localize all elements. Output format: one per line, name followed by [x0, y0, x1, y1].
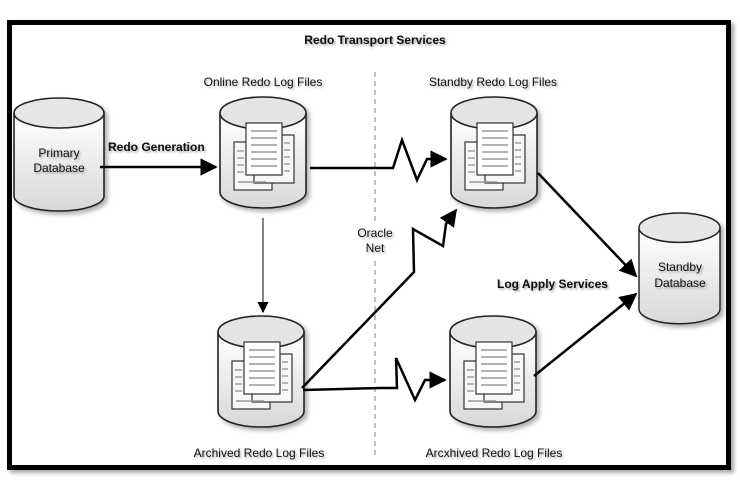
redo-generation-label: Redo Generation	[108, 140, 205, 154]
log-files-cylinder-icon	[217, 315, 305, 428]
primary-database-label-line1: Primary	[38, 146, 79, 160]
archived-redo-logs-primary-node	[217, 315, 305, 428]
archived-logs-primary-label: Archived Redo Log Files	[194, 446, 325, 460]
standby-logs-label: Standby Redo Log Files	[429, 75, 557, 89]
archived-redo-logs-standby-node	[449, 315, 537, 428]
online-redo-logs-node	[219, 96, 307, 209]
log-apply-services-label: Log Apply Services	[497, 277, 608, 291]
archived-logs-standby-label: Arcxhived Redo Log Files	[426, 446, 563, 460]
network-transport-arrow-top	[310, 136, 448, 184]
log-files-cylinder-icon	[449, 315, 537, 428]
network-transport-arrow-bottom	[302, 357, 447, 403]
log-files-cylinder-icon	[450, 96, 538, 209]
standby-redo-logs-node	[450, 96, 538, 209]
online-logs-label: Online Redo Log Files	[204, 75, 323, 89]
oracle-net-label-line1: Oracle	[357, 226, 393, 240]
log-files-cylinder-icon	[219, 96, 307, 209]
oracle-net-label-line2: Net	[366, 241, 385, 255]
log-apply-arrow-from-archived-logs	[533, 292, 638, 377]
standby-database-label-line2: Database	[654, 276, 706, 290]
log-apply-arrow-from-standby-logs	[537, 172, 638, 278]
primary-database-label-line2: Database	[33, 161, 85, 175]
standby-database-label-line1: Standby	[658, 260, 702, 274]
network-transport-arrow-diagonal	[301, 208, 458, 389]
diagram-title: Redo Transport Services	[304, 33, 446, 47]
oracle-net-label-bg	[352, 225, 398, 259]
